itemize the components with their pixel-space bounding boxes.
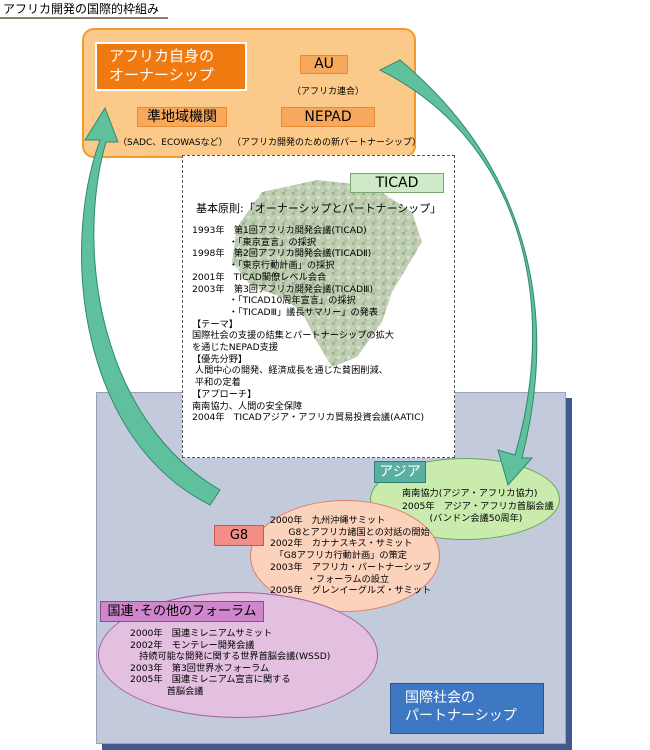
- list-item: ・「TICADⅢ」議長サマリー」の発表: [192, 306, 379, 318]
- list-item: 2003年 第3回アフリカ開発会議(TICADⅢ): [192, 283, 374, 295]
- asia-list: 南南協力(アジア・アフリカ協力) 2005年 アジア・アフリカ首脳会議 (バンド…: [402, 488, 554, 526]
- list-item: 南南協力、人間の安全保障: [192, 400, 303, 412]
- list-item: 【優先分野】: [192, 353, 248, 365]
- list-item: ・「東京行動計画」の採択: [192, 260, 335, 272]
- list-item: 【アプローチ】: [192, 388, 257, 400]
- partnership-heading-line2: パートナーシップ: [405, 708, 517, 724]
- list-item: 持続可能な開発に関する世界首脳会議(WSSD): [130, 651, 331, 662]
- list-item: 2000年 九州沖縄サミット: [270, 515, 386, 526]
- list-item: ・フォーラムの設立: [270, 573, 390, 585]
- ownership-heading: アフリカ自身の オーナーシップ: [95, 42, 247, 91]
- ownership-heading-line2: オーナーシップ: [109, 66, 214, 84]
- au-note: （アフリカ連合）: [292, 87, 365, 97]
- title-underline: [0, 17, 168, 19]
- un-list: 2000年 国連ミレニアムサミット 2002年 モンテレー開発会議 持続可能な開…: [130, 628, 330, 697]
- list-item: 2001年 TICAD閣僚レベル会合: [192, 271, 327, 283]
- list-item: 2005年 グレンイーグルズ・サミット: [270, 585, 432, 597]
- nepad-note: （アフリカ開発のための新パートナーシップ）: [232, 138, 421, 148]
- asia-tag: アジア: [374, 461, 426, 483]
- list-item: 南南協力(アジア・アフリカ協力): [402, 488, 538, 499]
- list-item: 「G8アフリカ行動計画」の策定: [270, 550, 407, 562]
- ticad-history-list: 1993年 第1回アフリカ開発会議(TICAD) ・「東京宣言」の採択 1998…: [192, 225, 424, 424]
- list-item: 2004年 TICADアジア・アフリカ貿易投資会議(AATIC): [192, 412, 425, 424]
- list-item: G8とアフリカ諸国との対話の開始: [270, 526, 430, 538]
- list-item: (バンドン会議50周年): [402, 513, 523, 524]
- au-label: AU: [300, 55, 348, 74]
- list-item: 2003年 第3回世界水フォーラム: [130, 662, 270, 674]
- list-item: 2005年 国連ミレニアム宣言に関する: [130, 674, 291, 685]
- un-tag: 国連･その他のフォーラム: [100, 601, 264, 622]
- g8-list: 2000年 九州沖縄サミット G8とアフリカ諸国との対話の開始 2002年 カナ…: [270, 515, 431, 597]
- list-item: 2000年 国連ミレニアムサミット: [130, 628, 273, 639]
- sub-regional-note: （SADC、ECOWASなど）: [118, 138, 228, 148]
- africa-map-icon: [232, 180, 422, 367]
- ownership-heading-line1: アフリカ自身の: [109, 47, 215, 65]
- g8-tag: G8: [214, 525, 264, 546]
- list-item: 国際社会の支援の結集とパートナーシップの拡大: [192, 330, 394, 342]
- list-item: 首脳会議: [130, 685, 204, 697]
- list-item: 2002年 モンテレー開発会議: [130, 639, 255, 651]
- ticad-basic-principle: 基本原則:「オーナーシップとパートナーシップ」: [196, 202, 442, 215]
- partnership-heading-line1: 国際社会の: [405, 690, 475, 706]
- list-item: 平和の定着: [192, 377, 241, 389]
- list-item: 2003年 アフリカ・パートナーシップ: [270, 561, 432, 573]
- nepad-label: NEPAD: [281, 107, 375, 127]
- list-item: を通じたNEPAD支援: [192, 342, 279, 354]
- list-item: 人間中心の開発、経済成長を通じた貧困削減、: [192, 365, 388, 377]
- list-item: ・「東京宣言」の採択: [192, 236, 317, 248]
- ticad-tag: TICAD: [350, 173, 444, 193]
- list-item: 【テーマ】: [192, 318, 238, 330]
- list-item: 2002年 カナナスキス・サミット: [270, 538, 413, 550]
- page-title: アフリカ開発の国際的枠組み: [3, 2, 160, 16]
- list-item: 1998年 第2回アフリカ開発会議(TICADⅡ): [192, 248, 372, 260]
- g8-ellipse: [250, 500, 440, 612]
- sub-regional-label: 準地域機関: [137, 107, 227, 127]
- list-item: ・「TICAD10周年宣言」の採択: [192, 295, 356, 307]
- partnership-heading: 国際社会の パートナーシップ: [390, 683, 544, 734]
- list-item: 2005年 アジア・アフリカ首脳会議: [402, 500, 554, 512]
- list-item: 1993年 第1回アフリカ開発会議(TICAD): [192, 225, 367, 236]
